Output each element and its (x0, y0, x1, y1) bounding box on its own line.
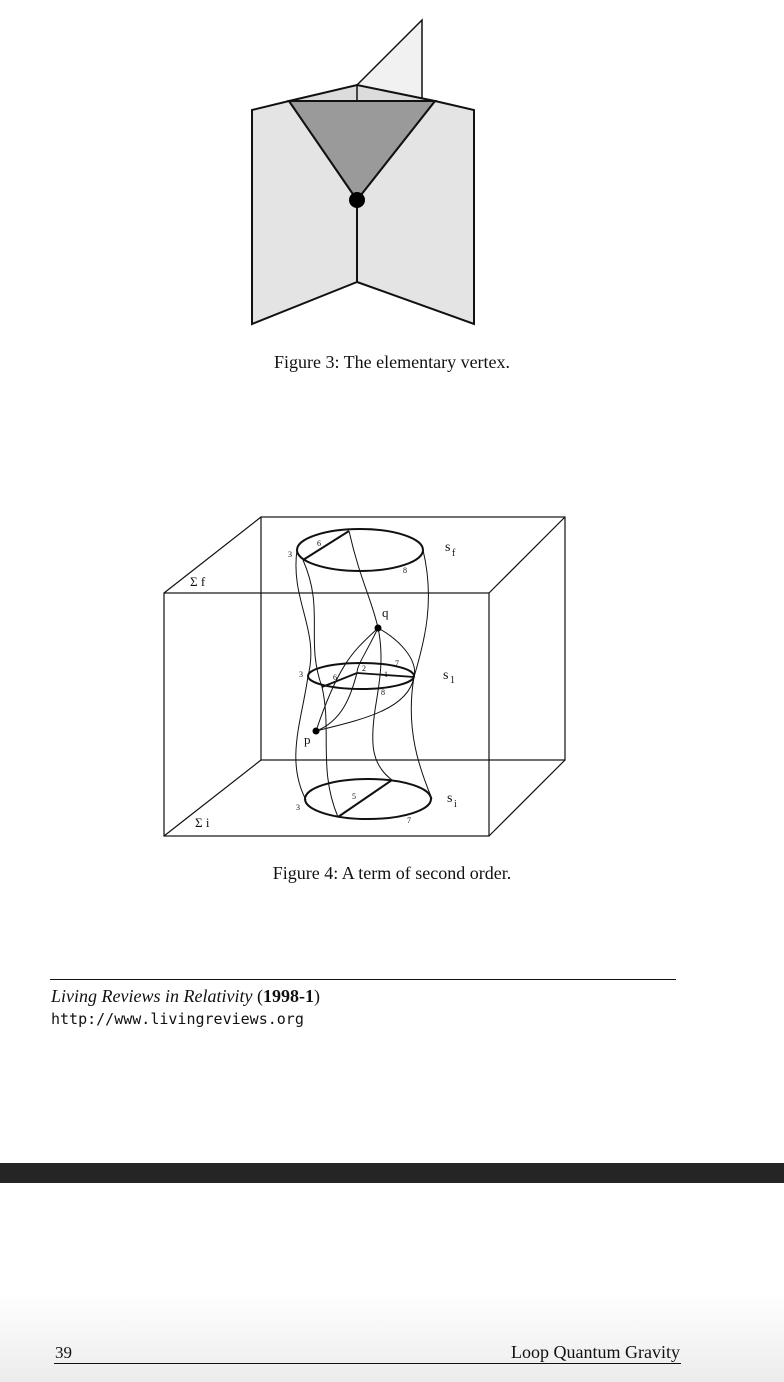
label-s-i-sub: i (454, 799, 457, 810)
journal-close-paren: ) (313, 986, 320, 1006)
journal-url-link[interactable]: http://www.livingreviews.org (51, 1010, 304, 1028)
edge-number-mid-2: 2 (362, 664, 366, 673)
surface-s-i (304, 778, 432, 820)
spacetime-box (163, 516, 566, 837)
bottom-chord (337, 779, 393, 818)
edge-number-mid-6: 6 (333, 673, 337, 682)
vertex-p (312, 727, 320, 735)
edge-number-top-6: 6 (317, 539, 321, 548)
label-s-f-sub: f (452, 548, 456, 559)
label-q: q (382, 605, 389, 620)
page-divider (0, 1163, 784, 1183)
label-s-1: s (443, 668, 448, 683)
edge-number-top-3: 3 (288, 550, 292, 559)
journal-issue: 1998-1 (262, 986, 314, 1006)
footer-rule (50, 979, 676, 980)
label-s-1-sub: 1 (450, 675, 455, 686)
label-s-f: s (445, 540, 450, 555)
top-wedge (288, 83, 436, 102)
label-s-i: s (447, 791, 452, 806)
mid-chord-a (321, 672, 358, 688)
label-sigma-i: Σ i (195, 815, 210, 830)
world-sheet-curves (295, 530, 433, 818)
edge-number-mid-8: 8 (381, 688, 385, 697)
header-rule (54, 1363, 681, 1364)
figure-3-caption: Figure 3: The elementary vertex. (273, 352, 511, 372)
edge-number-bot-7: 7 (407, 816, 411, 825)
figure-3-elementary-vertex (251, 18, 475, 326)
edge-number-mid-3: 3 (299, 670, 303, 679)
top-chord (302, 530, 350, 561)
mid-chord-b (356, 672, 415, 678)
page-number: 39 (55, 1343, 72, 1362)
edge-number-top-8: 8 (403, 566, 407, 575)
label-p: p (304, 732, 311, 747)
figure-4-caption: Figure 4: A term of second order. (272, 863, 512, 883)
vertex-q (374, 624, 382, 632)
edge-number-bot-3: 3 (296, 803, 300, 812)
document-page: Figure 3: The elementary vertex. (50, 18, 676, 1028)
journal-open-paren: ( (252, 986, 263, 1006)
journal-citation: Living Reviews in Relativity (1998-1) (51, 986, 320, 1007)
label-sigma-f: Σ f (190, 574, 206, 589)
next-page-header (0, 1183, 784, 1382)
running-head: Loop Quantum Gravity (511, 1342, 680, 1362)
figure-4-second-order-term: Σ f Σ i s f s 1 s i q p 3 6 8 3 6 2 7 1 … (163, 516, 566, 837)
edge-number-bot-5: 5 (352, 792, 356, 801)
edge-number-mid-7: 7 (395, 659, 399, 668)
vertex-node (349, 192, 365, 208)
edge-number-mid-1: 1 (384, 670, 388, 679)
journal-name: Living Reviews in Relativity (51, 986, 253, 1006)
surface-s-f (296, 528, 424, 572)
